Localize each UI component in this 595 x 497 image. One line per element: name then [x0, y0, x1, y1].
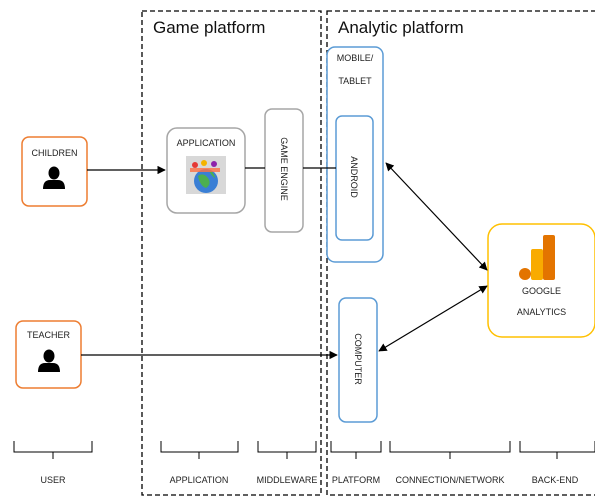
- layer-braces: [13, 441, 595, 459]
- mobile-tablet-label-1: MOBILE/: [336, 53, 374, 63]
- layer-application: APPLICATION: [169, 475, 229, 485]
- analytic-platform-title: Analytic platform: [338, 18, 464, 37]
- mobile-tablet-label-2: TABLET: [338, 76, 372, 86]
- game-engine-label: GAME ENGINE: [279, 137, 289, 201]
- children-person-icon: [43, 166, 65, 189]
- teacher-label: TEACHER: [26, 330, 70, 340]
- android-analytics-arrow: [385, 162, 488, 271]
- app-thumbnail-icon: [186, 156, 226, 194]
- google-label: GOOGLE: [521, 286, 561, 296]
- analytics-label: ANALYTICS: [516, 307, 567, 317]
- application-label: APPLICATION: [176, 138, 236, 148]
- computer-label: COMPUTER: [353, 333, 363, 385]
- game-platform-title: Game platform: [153, 18, 266, 37]
- layer-platform: PLATFORM: [331, 475, 381, 485]
- layer-connection-network: CONNECTION/NETWORK: [395, 475, 505, 485]
- game-engine-box: [264, 108, 304, 233]
- teacher-person-icon: [38, 349, 60, 372]
- google-analytics-box: [487, 223, 595, 338]
- android-label: ANDROID: [349, 156, 359, 198]
- google-analytics-icon: [519, 235, 555, 280]
- layer-middleware: MIDDLEWARE: [256, 475, 318, 485]
- layer-back-end: BACK-END: [531, 475, 579, 485]
- children-label: CHILDREN: [31, 148, 78, 158]
- computer-analytics-arrow: [378, 285, 488, 352]
- layer-user: USER: [40, 475, 66, 485]
- android-box: [335, 115, 374, 241]
- game-platform-frame: [141, 10, 322, 496]
- computer-box: [338, 297, 378, 423]
